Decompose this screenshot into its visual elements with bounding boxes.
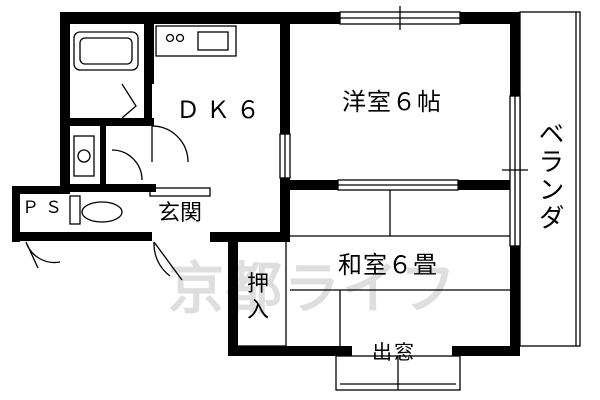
entrance-door bbox=[153, 241, 183, 281]
room-label-japanese-room: 和室６畳 bbox=[338, 251, 438, 279]
fixtures bbox=[25, 6, 581, 391]
door-swing bbox=[151, 125, 189, 163]
washing-machine bbox=[73, 135, 95, 177]
room-label-bay-window: 出窓 bbox=[372, 340, 416, 364]
kitchen-counter bbox=[155, 25, 237, 57]
room-label-dk: ＤＫ６ bbox=[176, 96, 266, 124]
room-label-pipe-space: ＰＳ bbox=[22, 198, 68, 218]
room-label-western-room: 洋室６帖 bbox=[342, 88, 442, 116]
room-label-balcony: ベランダ bbox=[534, 120, 564, 232]
room-label-closet: 押入 bbox=[246, 272, 269, 323]
bathtub bbox=[73, 31, 139, 71]
toilet bbox=[69, 195, 81, 225]
watermark-logo: 京都ライフ bbox=[168, 257, 458, 322]
room-label-entrance: 玄関 bbox=[158, 201, 203, 226]
